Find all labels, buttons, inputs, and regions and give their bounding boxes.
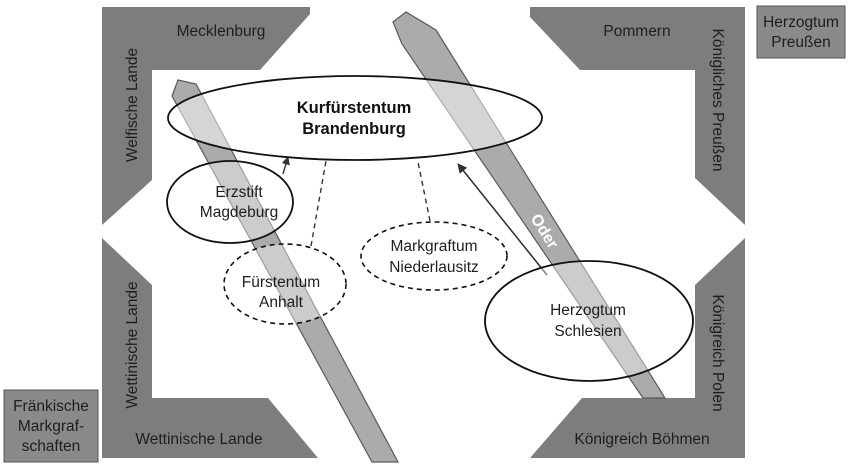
territory-anhalt-line1: Fürstentum: [242, 274, 320, 291]
territory-magdeburg-line2: Magdeburg: [200, 204, 278, 221]
territory-schlesien-line2: Schlesien: [554, 323, 621, 340]
territory-anhalt-line2: Anhalt: [259, 294, 304, 311]
region-wettinische-lande-left-label: Wettinische Lande: [124, 281, 141, 408]
territory-niederlausitz: [360, 221, 508, 291]
territory-niederlausitz-line1: Markgraftum: [391, 238, 478, 255]
herzogtum-preussen-line2: Preußen: [771, 34, 830, 51]
connector-niederlausitz-brandenburg: [417, 161, 431, 222]
region-mecklenburg-label: Mecklenburg: [177, 23, 266, 40]
territory-schlesien: [484, 260, 694, 382]
fraenkische-markgrafschaften-box: [3, 389, 99, 463]
region-pommern-label: Pommern: [603, 23, 670, 40]
fraenkische-line2: Markgraf-: [18, 418, 84, 435]
region-bottom-left: [102, 238, 318, 458]
territory-schlesien-line1: Herzogtum: [550, 302, 626, 319]
region-top-left: [102, 7, 310, 225]
fraenkische-line3: schaften: [22, 438, 81, 455]
region-welfische-lande-label: Welfische Lande: [124, 48, 141, 162]
territory-brandenburg-line2: Brandenburg: [302, 120, 406, 138]
region-koenigreich-boehmen-label: Königreich Böhmen: [574, 431, 709, 448]
fraenkische-line1: Fränkische: [13, 398, 89, 415]
territory-niederlausitz-line2: Niederlausitz: [389, 259, 479, 276]
territory-magdeburg: [166, 160, 294, 244]
river-elbe-label: Elbe: [345, 315, 376, 353]
connector-anhalt-brandenburg: [310, 160, 327, 247]
region-bottom-right: [530, 238, 745, 458]
region-koenigreich-polen-label: Königreich Polen: [709, 294, 726, 411]
connector-schlesien-brandenburg: [457, 163, 548, 276]
region-top-right: [530, 7, 745, 225]
region-wettinische-lande-bottom-label: Wettinische Lande: [135, 431, 262, 448]
territory-brandenburg: [167, 75, 543, 161]
territory-anhalt: [223, 243, 347, 325]
herzogtum-preussen-box: [756, 5, 846, 59]
herzogtum-preussen-line1: Herzogtum: [763, 14, 839, 31]
river-elbe: [171, 79, 400, 463]
connector-magdeburg-brandenburg: [281, 156, 290, 175]
region-koenigliches-preussen-label: Königliches Preußen: [709, 28, 726, 171]
territory-magdeburg-line1: Erzstift: [215, 184, 263, 201]
territory-brandenburg-line1: Kurfürstentum: [297, 99, 412, 117]
